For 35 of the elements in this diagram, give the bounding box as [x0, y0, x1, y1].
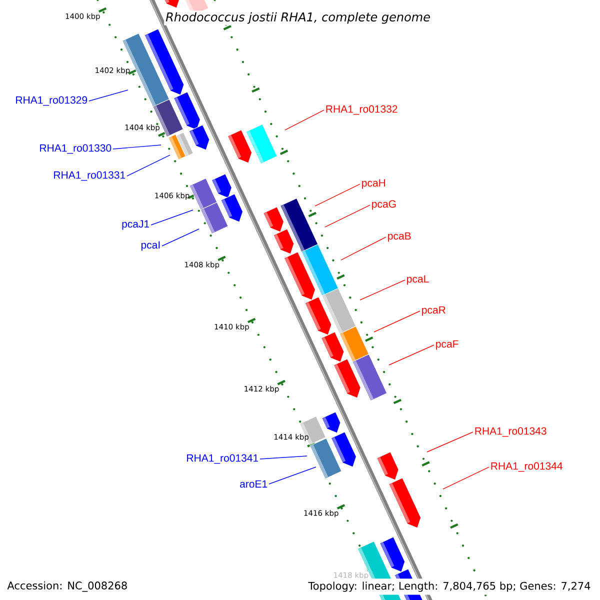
gene-label: pcaL: [407, 275, 429, 285]
genome-summary-text: Topology: linear; Length: 7,804,765 bp; Genes: 7,274: [305, 578, 594, 595]
leader-line: [260, 456, 308, 460]
gene-label: RHA1_ro01332: [326, 105, 398, 115]
leader-line: [162, 228, 200, 246]
gene-label: RHA1_ro01343: [475, 427, 546, 437]
leader-line: [112, 144, 162, 150]
gene-label: RHA1_ro01330: [40, 144, 112, 154]
gene-label: RHA1_ro01341: [187, 454, 258, 464]
leader-line: [284, 110, 324, 130]
leader-line: [88, 90, 128, 102]
gene-label: pcaJ1: [122, 220, 150, 230]
gene-label: pcaH: [362, 179, 386, 189]
leader-line: [388, 344, 434, 366]
gene-label: RHA1_ro01344: [491, 462, 562, 472]
gene-label: RHA1_ro01329: [16, 96, 88, 106]
leader-line: [426, 432, 474, 452]
leader-line: [126, 154, 170, 176]
map-title: Rhodococcus jostii RHA1, complete genome: [164, 10, 432, 26]
gene-label: pcaG: [372, 200, 396, 210]
leader-line: [442, 466, 490, 490]
leader-line: [150, 210, 194, 226]
gene-label: pcaI: [141, 241, 160, 251]
leader-line: [374, 310, 420, 332]
leader-line: [340, 236, 386, 260]
gene-label: pcaF: [436, 340, 458, 350]
leader-line: [314, 184, 360, 206]
accession-label: Accession: NC_008268: [4, 578, 131, 595]
leader-line: [268, 466, 316, 484]
leader-line: [360, 280, 406, 300]
gene-label: pcaR: [422, 306, 446, 316]
gene-label: RHA1_ro01331: [54, 171, 126, 181]
gene-label: pcaB: [388, 232, 411, 242]
leader-line: [324, 204, 370, 228]
gene-label: aroE1: [240, 480, 268, 488]
